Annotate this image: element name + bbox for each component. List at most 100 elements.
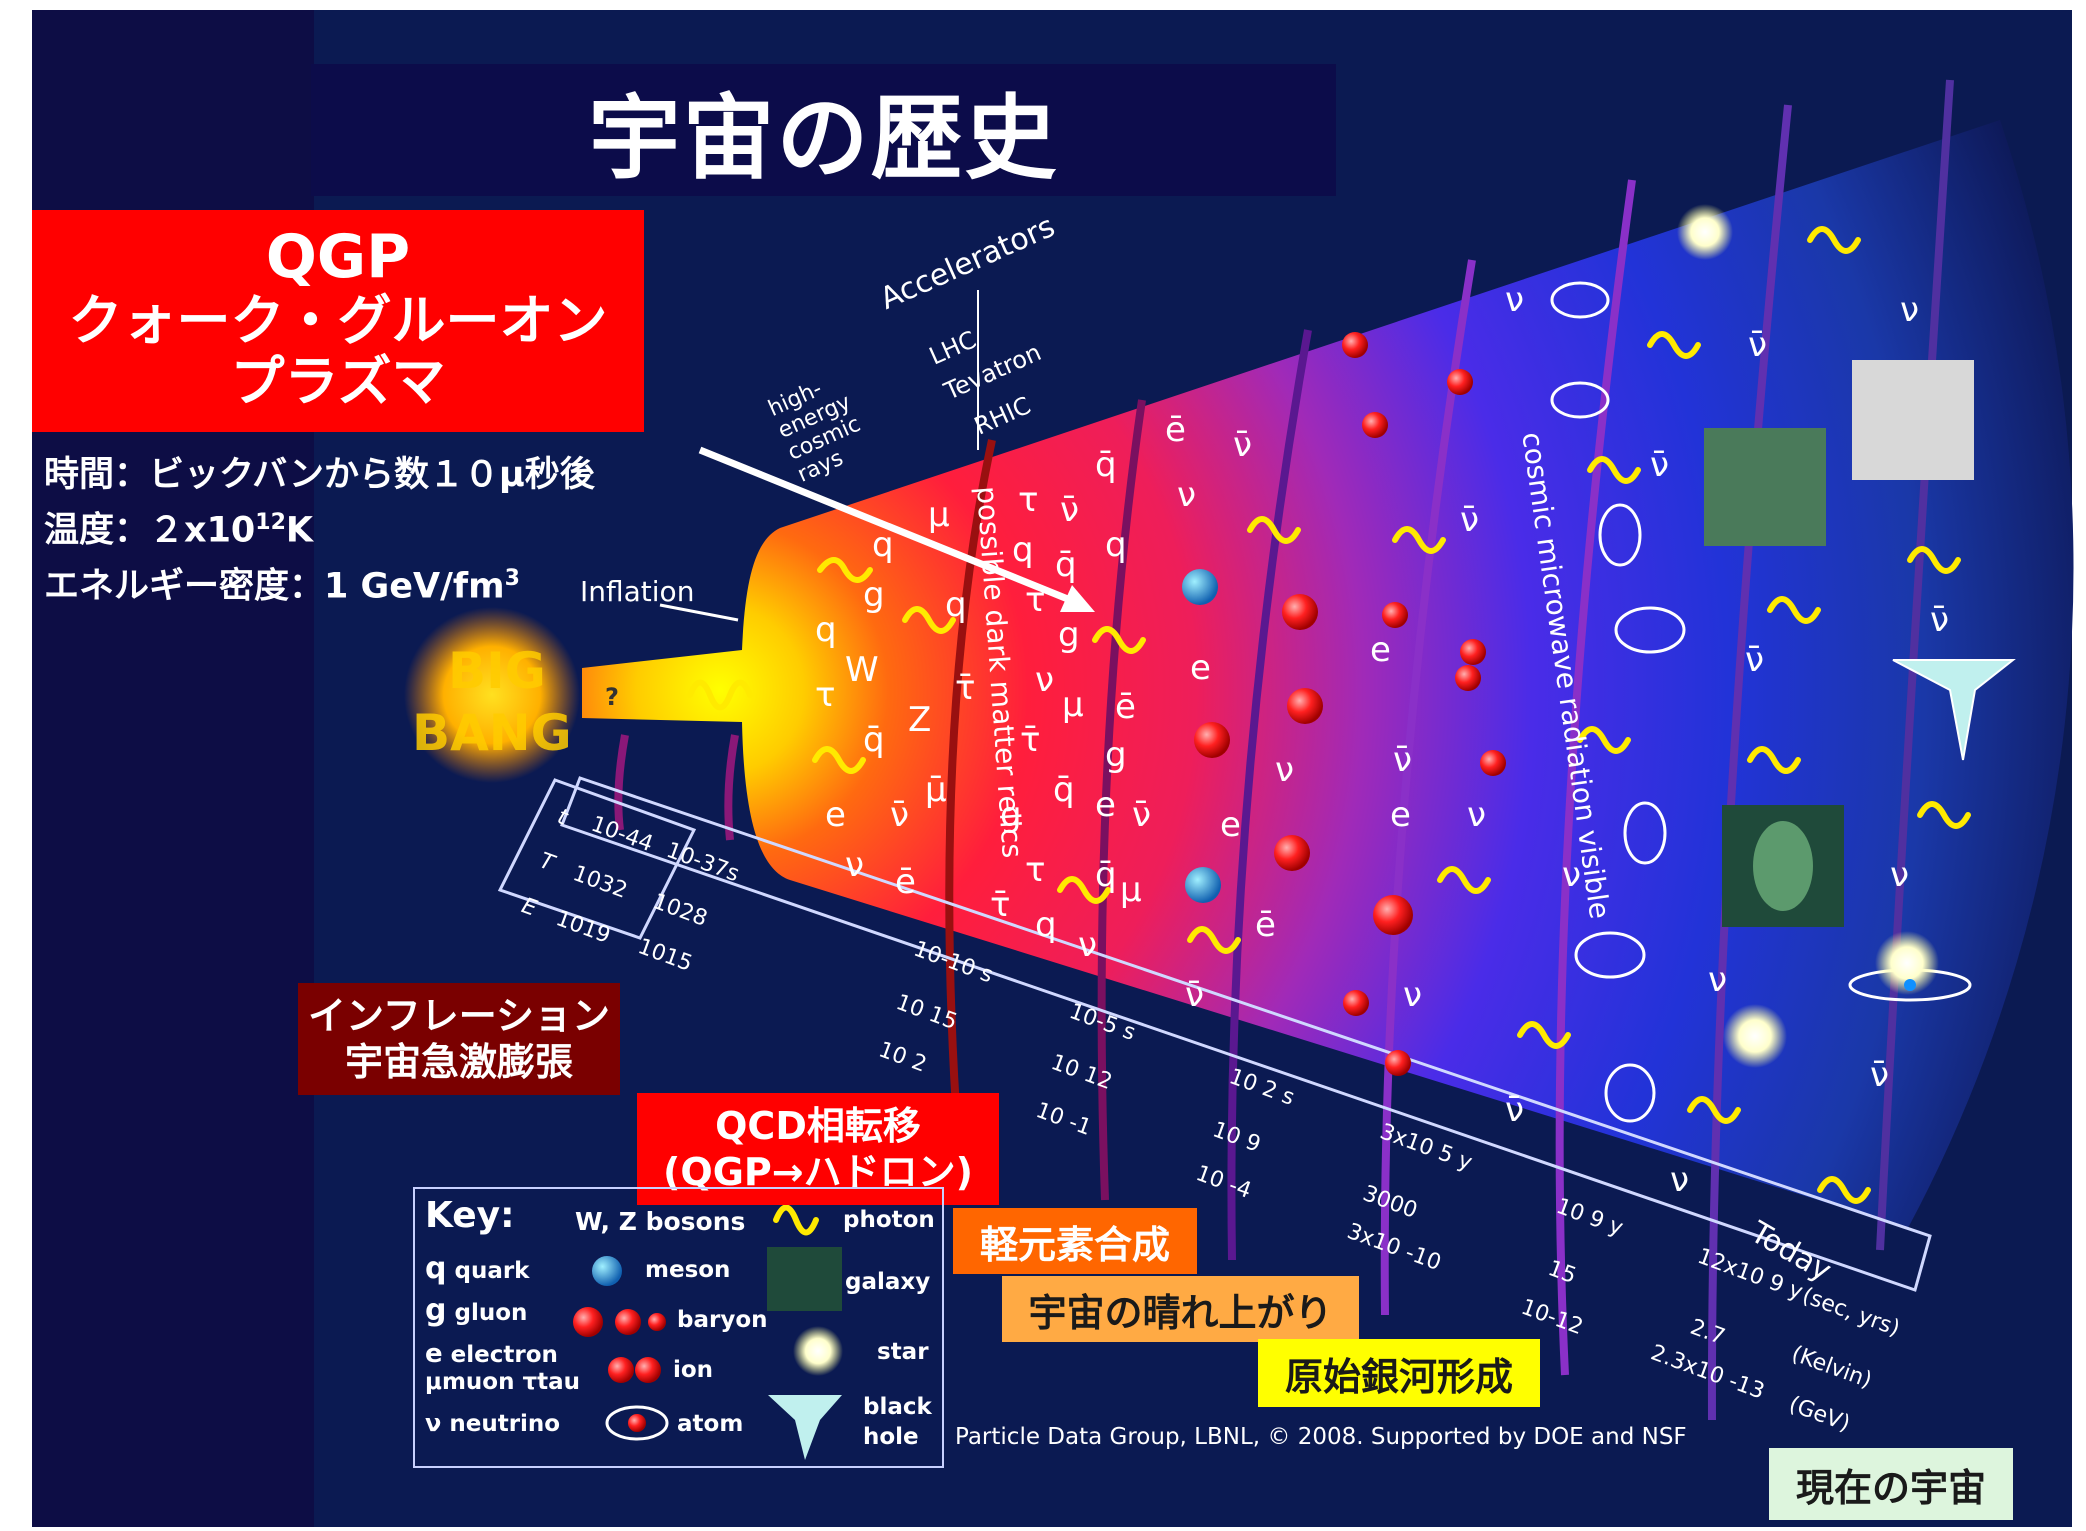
particle-tau: τ [1018,480,1039,520]
stage-present-universe: 現在の宇宙 [1769,1448,2013,1520]
photon-icon [1817,1176,1871,1204]
key-meson-icon [592,1256,622,1286]
qgp-banner: QGP クォーク・グルーオン プラズマ [32,210,644,432]
photon-icon [1057,876,1111,904]
qgp-temperature: 温度：２x1012K [44,499,595,555]
inflation-arrow [659,603,739,622]
particle-e: e [1390,795,1411,835]
star-icon [1723,1004,1787,1068]
particle-e: e [1190,648,1211,688]
arc-3 [1227,329,1312,1261]
key-ion-icon [635,1357,661,1383]
photon-icon [1587,456,1641,484]
atom-icon [1604,1063,1656,1123]
particle-nubar: ν̄ [1233,425,1252,465]
particle-taubar: τ̄ [990,885,1011,925]
key-electron-symbol: e [425,1339,443,1369]
key-galaxy-icon [767,1247,842,1311]
particle-mu: μ [928,495,950,535]
particle-nu: ν [1403,975,1422,1015]
photon-icon [1187,926,1241,954]
particle-qbar: q̄ [1055,545,1077,585]
particle-e: e [825,795,846,835]
key-star: star [877,1339,929,1365]
star-icon [1875,931,1939,995]
key-atom-icon [605,1405,669,1441]
ion-icon [1373,895,1413,935]
thinker-image [1852,360,1974,480]
photon-icon [902,606,956,634]
planet-icon [1904,979,1916,991]
atom-icon [1550,381,1610,419]
baryons [1194,594,1323,871]
particle-g: g [1058,615,1080,655]
stage-recombination: 宇宙の晴れ上がり [1002,1276,1359,1342]
key-meson: meson [645,1257,731,1283]
particle-nu: ν [1890,855,1909,895]
particle-g: g [1105,735,1127,775]
ion-icon [1480,750,1506,776]
meson-icon [1182,569,1218,605]
ion-icon [1455,665,1481,691]
key-gluon-symbol: g [425,1293,447,1328]
qgp-arrow-line [698,446,1087,610]
photons [687,226,1971,1204]
pictures [1704,360,2016,927]
star-icon [1677,204,1733,260]
ion-icon [1342,332,1368,358]
key-black-hole-icon [768,1395,842,1460]
key-quark: quark [454,1258,530,1284]
photon-icon [1907,546,1961,574]
qgp-energy-prefix: エネルギー密度：1 GeV/fm [44,566,505,607]
photon-icon [1092,626,1146,654]
qgp-temp-prefix: 温度：２x10 [44,510,256,551]
particle-nu: ν [1670,1160,1689,1200]
particle-tau: τ [1025,580,1046,620]
particle-nubar: ν̄ [890,795,909,835]
stars [1677,204,1939,1068]
particle-mubar: μ̄ [925,770,947,810]
stage-qcd-line2: (QGP→ハドロン) [663,1150,973,1194]
baryon-icon [1287,688,1323,724]
particle-q: q [1012,530,1034,570]
ions [1342,332,1506,1076]
photon-icon [1807,226,1861,254]
stage-inflation-line2: 宇宙急激膨張 [344,1040,573,1084]
atoms [1550,281,1972,1123]
nebula-image [1704,428,1826,546]
title-banner: 宇宙の歴史 [311,64,1336,196]
baryon-icon [1282,594,1318,630]
particle-nu: ν [1035,660,1054,700]
qgp-time: 時間：ビックバンから数１０μ秒後 [44,455,595,495]
particle-mu: μ [1120,870,1142,910]
key-electron: electron [450,1342,558,1368]
galaxy-glow [1753,821,1813,911]
particle-e: e [1220,805,1241,845]
particle-nubar: ν̄ [1745,640,1764,680]
key-baryon-icon [615,1309,641,1335]
particle-nu: ν [1078,925,1097,965]
photon-icon [1577,726,1631,754]
particle-nu: ν [845,845,864,885]
particle-ebar: ē [1115,687,1136,727]
particle-nu: ν [1562,855,1581,895]
arc-5 [1555,179,1636,1376]
particle-qbar: q̄ [1095,855,1117,895]
photon-icon [1437,866,1491,894]
key-muon: muon [441,1369,515,1395]
particle-nubar: ν̄ [1870,1055,1889,1095]
black-hole-image [1892,659,2016,761]
photon-icon [1747,746,1801,774]
particle-ebar: ē [1255,905,1276,945]
ion-icon [1385,1050,1411,1076]
atom-icon [1598,503,1642,567]
particle-ebar: ē [1165,410,1186,450]
photon-icon [1687,1096,1741,1124]
particle-nu: ν [1900,290,1919,330]
scale-band-left [497,778,697,940]
key-title: Key: [425,1195,515,1236]
page-title: 宇宙の歴史 [588,84,1059,192]
